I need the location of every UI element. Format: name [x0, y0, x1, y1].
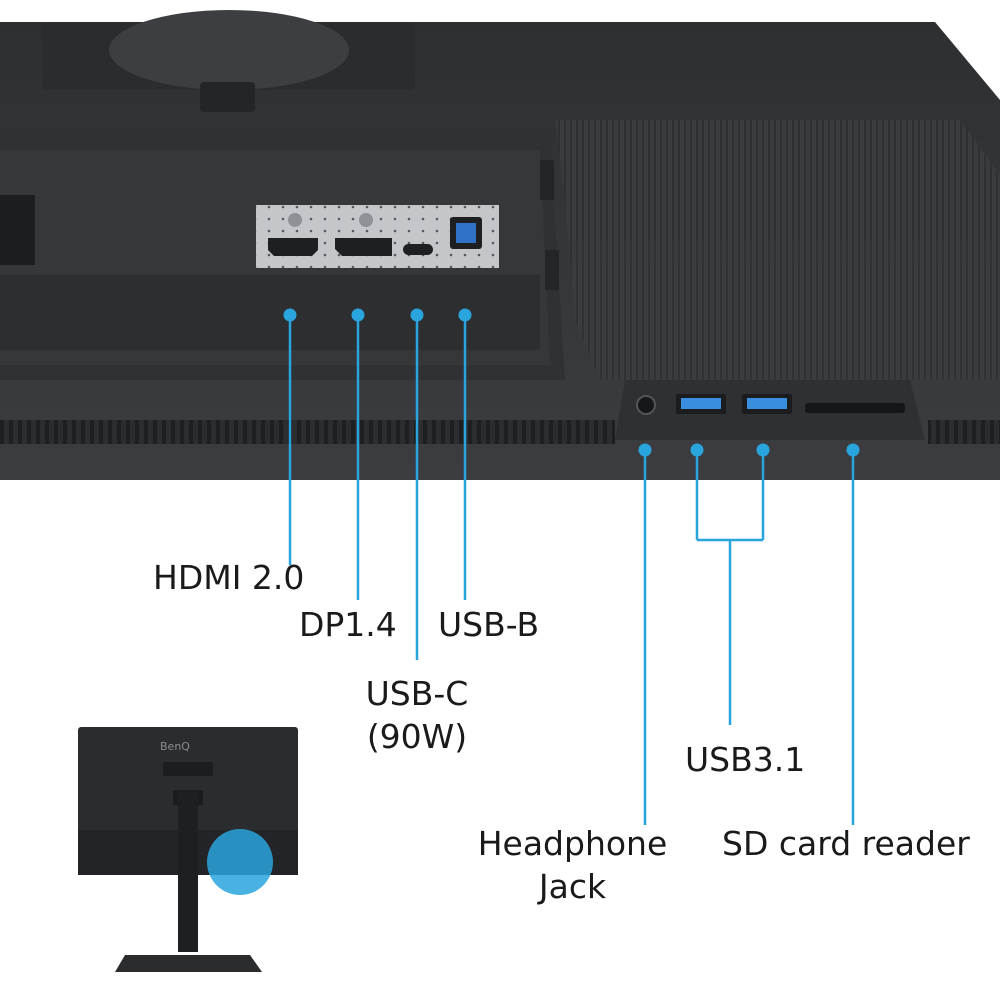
- usb-c-port: [403, 244, 433, 255]
- displayport-port: [335, 238, 392, 256]
- port-plate: [256, 205, 499, 268]
- hdmi-port: [268, 238, 318, 256]
- label-usb-b: USB-B: [438, 605, 540, 644]
- callout-dots: [283, 308, 860, 457]
- callout-lines: [288, 315, 855, 825]
- sd-card-slot: [805, 403, 905, 413]
- label-headphone-line2: Jack: [538, 867, 607, 906]
- usb-a-port-1: [676, 394, 726, 414]
- label-headphone: Headphone Jack: [460, 822, 685, 908]
- label-hdmi: HDMI 2.0: [153, 558, 305, 597]
- usb-a-port-2: [742, 394, 792, 414]
- headphone-jack-port: [636, 395, 656, 415]
- label-usb-c: USB-C (90W): [332, 672, 502, 758]
- label-usb-c-line2: (90W): [366, 717, 468, 756]
- monitor-thumbnail: [78, 727, 298, 972]
- label-dp: DP1.4: [299, 605, 397, 644]
- highlight-circle: [207, 829, 273, 895]
- label-usb-c-line1: USB-C: [365, 674, 469, 713]
- brand-logo: BenQ: [160, 740, 190, 753]
- label-headphone-line1: Headphone: [477, 824, 668, 863]
- usb-b-port: [450, 217, 482, 249]
- label-usb31: USB3.1: [685, 740, 806, 779]
- label-sd-card: SD card reader: [722, 824, 970, 863]
